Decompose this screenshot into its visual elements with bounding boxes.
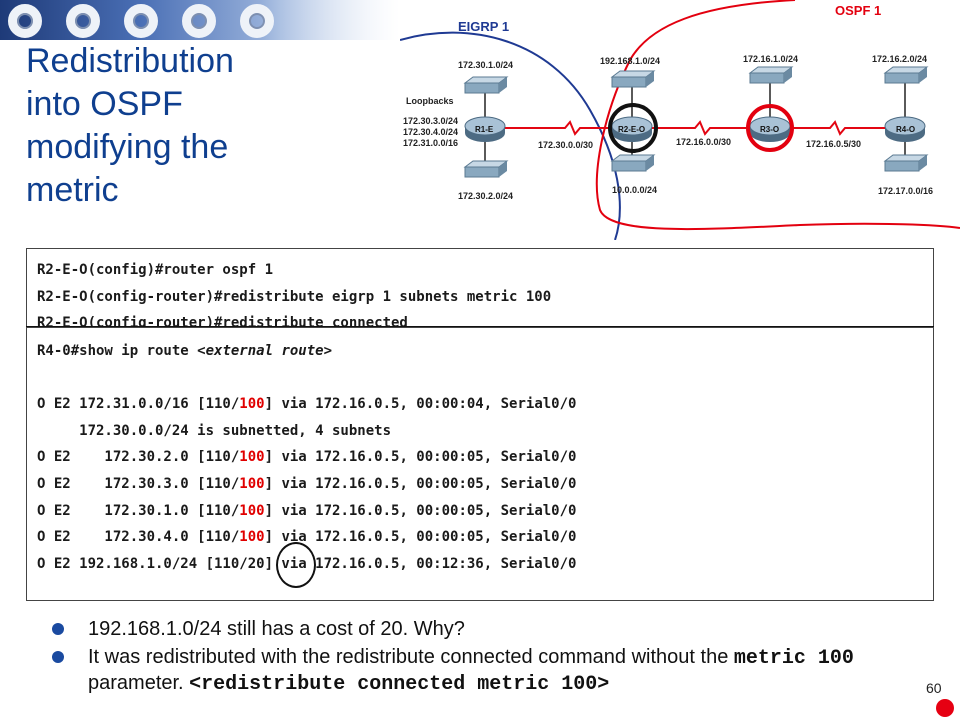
- route-line: O E2 172.31.0.0/16 [110/100] via 172.16.…: [37, 396, 577, 413]
- banner-ring-graphic: [66, 4, 100, 38]
- bullet-list: 192.168.1.0/24 still has a cost of 20. W…: [52, 617, 912, 701]
- banner-ring-graphic: [8, 4, 42, 38]
- switch-icon: [749, 66, 793, 84]
- route-line: O E2 172.30.1.0 [110/100] via 172.16.0.5…: [37, 502, 577, 519]
- route-table-output: R4-0#show ip route <external route> O E2…: [26, 327, 934, 601]
- net-label: 172.16.0.5/30: [806, 139, 861, 149]
- slide-title: Redistribution into OSPF modifying the m…: [26, 42, 234, 209]
- banner-ring-graphic: [182, 4, 216, 38]
- net-label: 172.17.0.0/16: [878, 186, 933, 196]
- header-banner: [0, 0, 400, 40]
- eigrp-boundary: [400, 31, 621, 240]
- eigrp-label: EIGRP 1: [458, 19, 509, 34]
- page-number: 60: [926, 680, 942, 696]
- net-label: 172.30.0.0/30: [538, 140, 593, 150]
- net-label: 172.16.1.0/24: [743, 54, 798, 64]
- config-line: R2-E-O(config-router)#redistribute eigrp…: [37, 288, 552, 305]
- loopback-label: 172.31.0.0/16: [403, 138, 458, 148]
- switch-icon: [611, 70, 655, 88]
- bullet-item: It was redistributed with the redistribu…: [52, 645, 912, 697]
- route-line: O E2 172.30.4.0 [110/100] via 172.16.0.5…: [37, 529, 577, 546]
- net-label: 172.30.1.0/24: [458, 60, 513, 70]
- banner-ring-graphic: [124, 4, 158, 38]
- net-label: 172.30.2.0/24: [458, 191, 513, 201]
- net-label: 10.0.0.0/24: [612, 185, 657, 195]
- switch-icon: [611, 154, 655, 172]
- switch-icon: [464, 160, 508, 178]
- router-label-r3: R3-O: [760, 125, 779, 134]
- ospf-label: OSPF 1: [835, 3, 881, 18]
- net-label: 192.168.1.0/24: [600, 56, 660, 66]
- serial-link-r2-r3: [652, 120, 750, 136]
- route-line: 172.30.0.0/24 is subnetted, 4 subnets: [37, 422, 392, 439]
- switch-icon: [884, 154, 928, 172]
- show-command-line: R4-0#show ip route <external route>: [37, 343, 333, 359]
- loopback-label: 172.30.3.0/24: [403, 116, 458, 126]
- asbr-highlight-ring: [608, 103, 658, 153]
- serial-link-r3-r4: [790, 120, 885, 136]
- net-label: 172.16.2.0/24: [872, 54, 927, 64]
- switch-icon: [884, 66, 928, 84]
- router-label-r2: R2-E-O: [618, 125, 645, 134]
- loopbacks-label: Loopbacks: [406, 96, 454, 106]
- network-diagram: EIGRP 1 OSPF 1 R1-E R2-E-O R3-O R4-O 17: [400, 0, 960, 240]
- config-command-box: R2-E-O(config)#router ospf 1 R2-E-O(conf…: [26, 248, 934, 331]
- router-label-r1: R1-E: [475, 125, 494, 134]
- loopback-label: 172.30.4.0/24: [403, 127, 458, 137]
- route-line: O E2 192.168.1.0/24 [110/20] via 172.16.…: [37, 555, 577, 572]
- route-line: O E2 172.30.3.0 [110/100] via 172.16.0.5…: [37, 475, 577, 492]
- serial-link-r1-r2: [505, 120, 612, 136]
- switch-icon: [464, 76, 508, 94]
- config-line: R2-E-O(config)#router ospf 1: [37, 262, 274, 278]
- red-dot-marker: [936, 699, 954, 717]
- router-label-r4: R4-O: [896, 125, 915, 134]
- bullet-item: 192.168.1.0/24 still has a cost of 20. W…: [52, 617, 912, 641]
- r3-highlight-ring: [746, 104, 794, 152]
- route-line: O E2 172.30.2.0 [110/100] via 172.16.0.5…: [37, 449, 577, 466]
- metric-20-highlight-circle: [276, 542, 316, 588]
- ospf-boundary: [595, 0, 960, 231]
- net-label: 172.16.0.0/30: [676, 137, 731, 147]
